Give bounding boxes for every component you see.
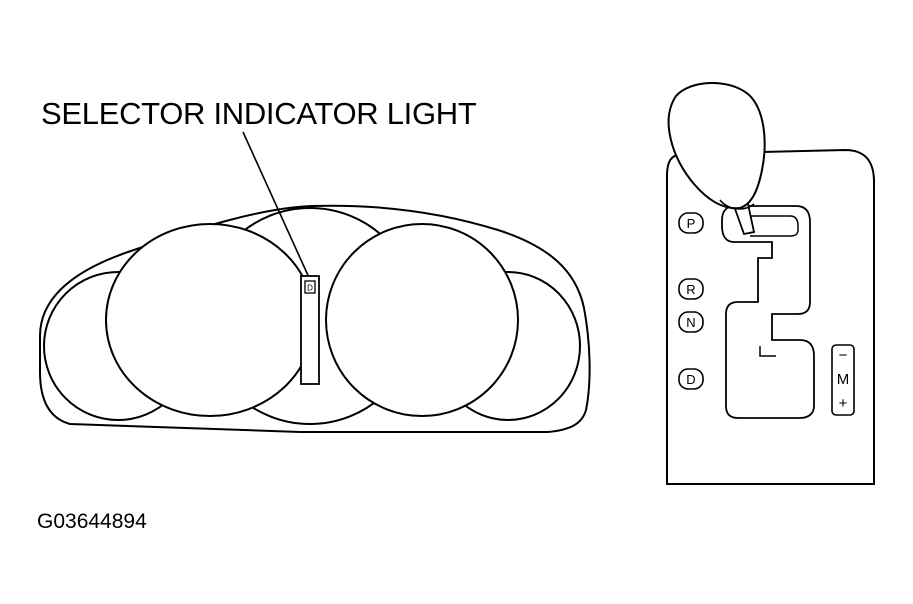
figure-code: G03644894	[37, 510, 147, 533]
shift-lever-knob	[667, 82, 766, 210]
gear-label-p: P	[687, 216, 696, 231]
callout-label: SELECTOR INDICATOR LIGHT	[41, 96, 477, 131]
shift-gate-inner	[750, 215, 799, 237]
console-panel	[666, 148, 875, 485]
instrument-cluster	[39, 204, 591, 433]
shift-gate-manual-notch	[759, 346, 776, 357]
gear-badge-r	[678, 278, 704, 300]
manual-plus-label: +	[839, 395, 848, 412]
selector-indicator-strip	[300, 275, 320, 385]
cluster-housing	[39, 204, 591, 433]
gear-badge-p	[678, 212, 704, 234]
speedometer-gauge	[105, 223, 315, 417]
gear-badge-d	[678, 368, 704, 390]
gear-label-d: D	[686, 372, 695, 387]
shift-gate-slot	[721, 205, 815, 419]
manual-mode-badge	[831, 344, 855, 416]
callout-leader-line	[242, 131, 312, 283]
manual-mode-label: M	[837, 371, 850, 388]
gear-label-n: N	[686, 315, 695, 330]
shift-console	[666, 82, 875, 485]
selector-indicator-light	[304, 280, 316, 294]
indicator-letter: D	[307, 284, 313, 293]
gear-badge-n	[678, 311, 704, 333]
manual-minus-label: −	[839, 347, 848, 364]
gear-label-r: R	[686, 282, 695, 297]
shift-lever-knob-collar	[719, 199, 755, 210]
tachometer-gauge	[325, 223, 519, 417]
